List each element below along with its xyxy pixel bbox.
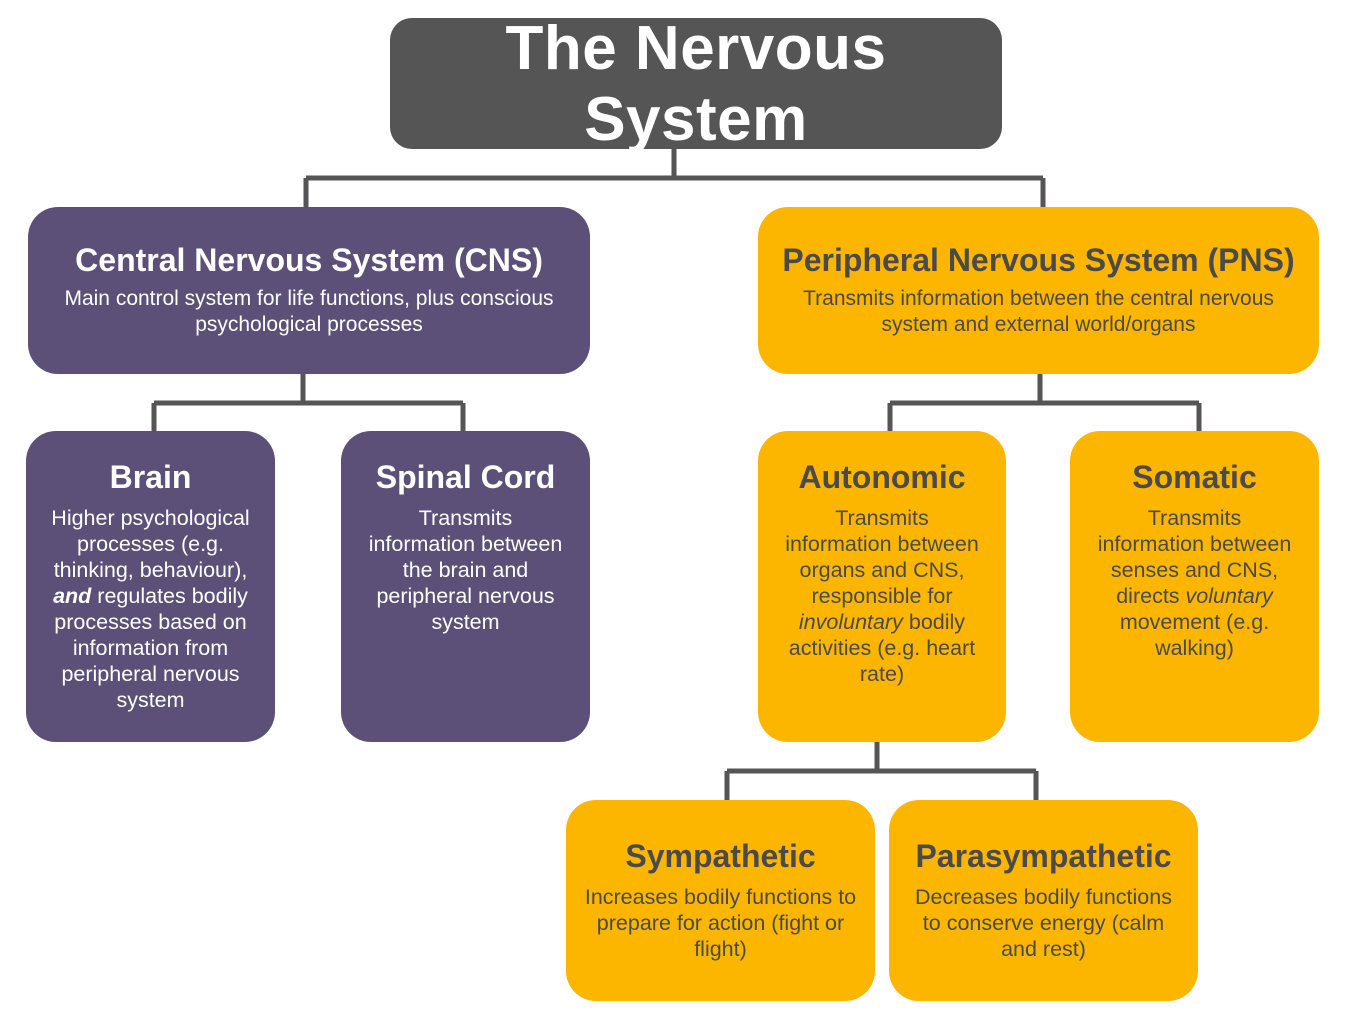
autonomic-title: Autonomic — [798, 459, 966, 495]
cns-description: Main control system for life functions, … — [64, 287, 554, 336]
node-autonomic: Autonomic Transmits information between … — [758, 431, 1006, 742]
node-somatic: Somatic Transmits information between se… — [1070, 431, 1319, 742]
brain-desc-part1: Higher psychological processes (e.g. thi… — [51, 506, 250, 582]
autonomic-description: Transmits information between organs and… — [758, 505, 1006, 687]
spinal-cord-title: Spinal Cord — [375, 459, 556, 495]
spinal-cord-description: Transmits information between the brain … — [368, 506, 563, 634]
somatic-desc-emphasis: voluntary — [1185, 584, 1273, 608]
sympathetic-description: Increases bodily functions to prepare fo… — [584, 885, 857, 961]
brain-desc-part2: regulates bodily processes based on info… — [54, 584, 248, 712]
autonomic-desc-emphasis: involuntary — [798, 610, 903, 634]
root-node-nervous-system: The Nervous System — [390, 14, 1002, 154]
somatic-title: Somatic — [1132, 459, 1257, 495]
brain-desc-emphasis: and — [53, 584, 92, 608]
parasympathetic-title: Parasympathetic — [915, 838, 1172, 874]
sympathetic-title: Sympathetic — [625, 838, 816, 874]
pns-title: Peripheral Nervous System (PNS) — [782, 242, 1295, 278]
pns-description: Transmits information between the centra… — [803, 287, 1274, 336]
parasympathetic-description: Decreases bodily functions to conserve e… — [915, 885, 1172, 961]
brain-title: Brain — [109, 459, 192, 495]
node-peripheral-nervous-system: Peripheral Nervous System (PNS) Transmit… — [758, 207, 1319, 374]
connector-pns-to-children — [887, 374, 1202, 431]
node-central-nervous-system: Central Nervous System (CNS) Main contro… — [28, 207, 590, 374]
brain-description: Higher psychological processes (e.g. thi… — [26, 505, 275, 713]
node-spinal-cord: Spinal Cord Transmits information betwee… — [341, 431, 590, 742]
somatic-description: Transmits information between senses and… — [1070, 505, 1319, 661]
connector-cns-to-children — [151, 374, 466, 431]
autonomic-desc-part1: Transmits information between organs and… — [785, 506, 979, 608]
node-parasympathetic: Parasympathetic Decreases bodily functio… — [889, 800, 1198, 1001]
page-title: The Nervous System — [505, 13, 887, 154]
autonomic-desc-part2: bodily activities (e.g. heart rate) — [788, 610, 976, 686]
somatic-desc-part2: movement (e.g. walking) — [1119, 610, 1270, 660]
connector-root-to-level1 — [303, 149, 1046, 207]
node-brain: Brain Higher psychological processes (e.… — [26, 431, 275, 742]
connector-autonomic-to-children — [724, 742, 1039, 800]
cns-title: Central Nervous System (CNS) — [75, 242, 543, 278]
node-sympathetic: Sympathetic Increases bodily functions t… — [566, 800, 875, 1001]
somatic-desc-part1: Transmits information between senses and… — [1097, 506, 1292, 608]
